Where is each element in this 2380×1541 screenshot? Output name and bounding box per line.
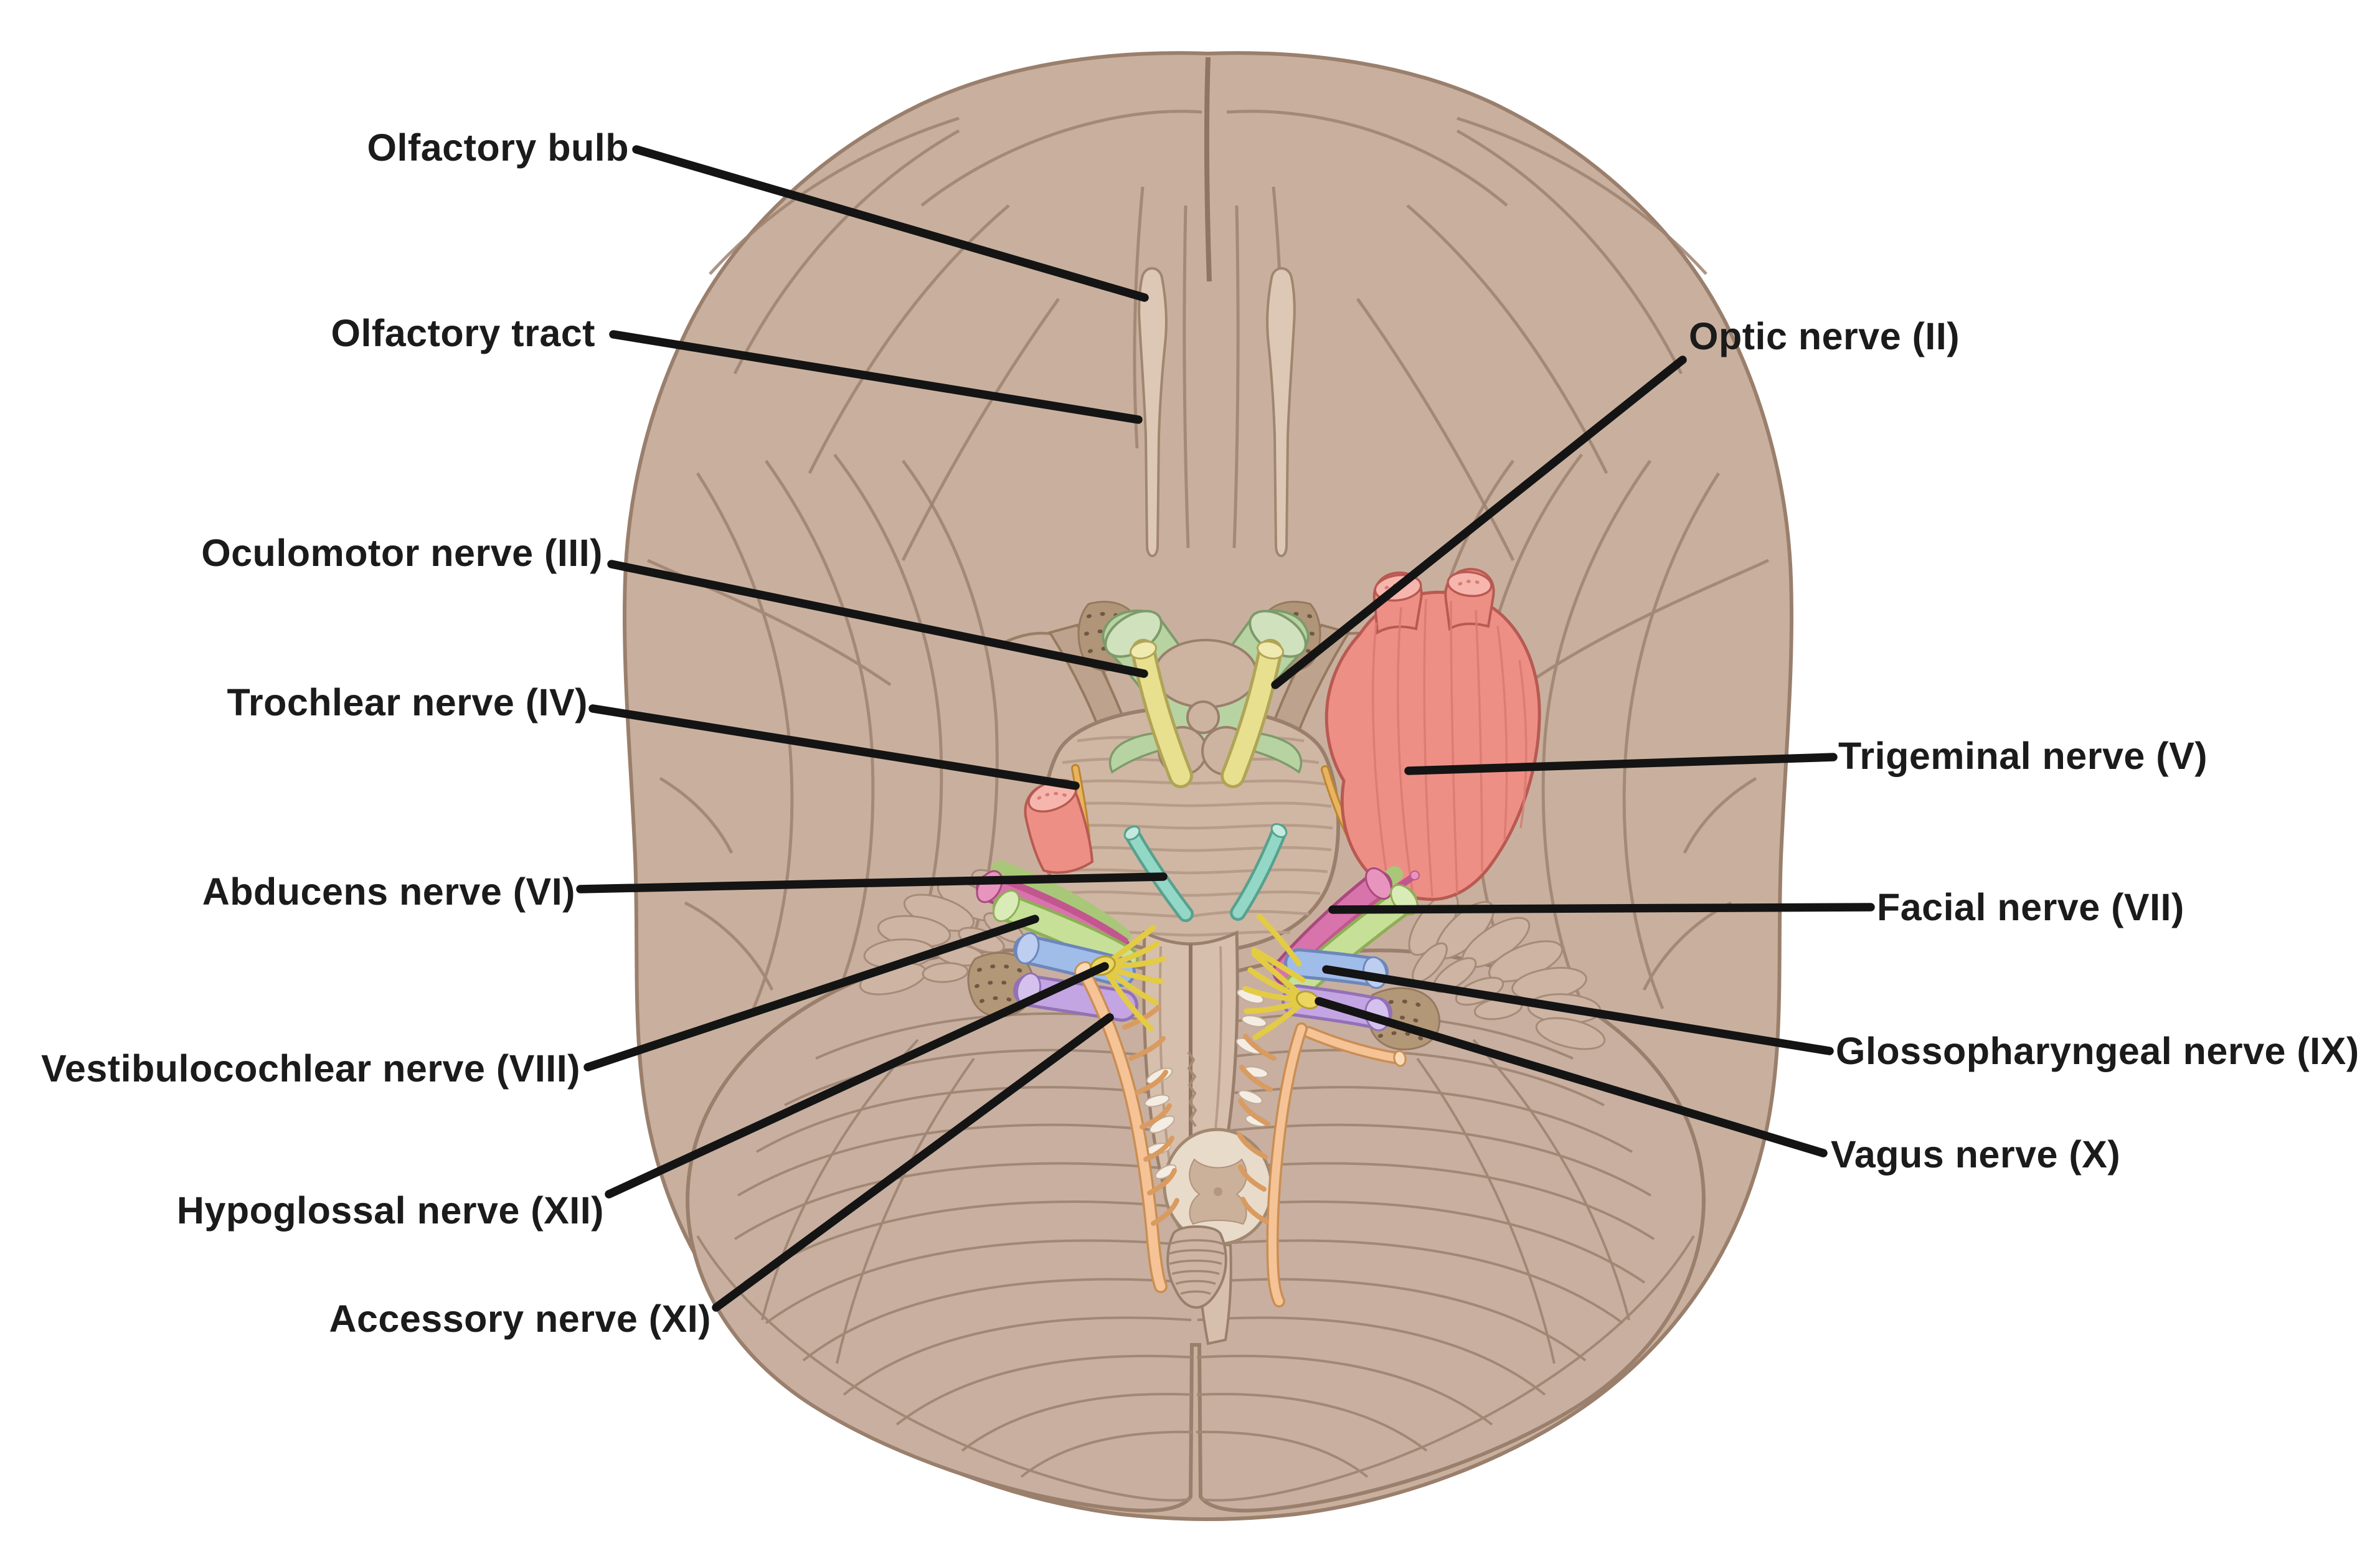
abducens-left-cut-face xyxy=(1123,826,1141,841)
leader-glossopharyngeal xyxy=(1322,965,1834,1055)
olfactory-bulb-tract-right xyxy=(1266,267,1296,557)
leader-accessory xyxy=(712,1013,1114,1312)
olfactory-structures xyxy=(1138,267,1296,557)
oculomotor-right-cut-face xyxy=(1256,640,1285,660)
label-optic-nerve: Optic nerve (II) xyxy=(1689,315,1960,357)
accessory-rootlets-right xyxy=(1237,1034,1277,1224)
cerebellum-folia-left xyxy=(696,1012,1193,1502)
leader-abducens xyxy=(576,872,1168,893)
label-facial-nerve: Facial nerve (VII) xyxy=(1877,886,2184,928)
trigeminal-striations xyxy=(1372,598,1528,897)
accessory-rootlets-left xyxy=(1122,1005,1179,1226)
label-olfactory-bulb: Olfactory bulb xyxy=(367,126,629,169)
infundibulum xyxy=(1186,700,1220,734)
oculomotor-nerves xyxy=(1129,639,1285,788)
tuber-cinereum xyxy=(1153,639,1258,709)
leader-olfactory-bulb xyxy=(632,145,1149,302)
trigeminal-stump-left xyxy=(1024,778,1094,874)
leader-oculomotor xyxy=(607,560,1148,678)
leader-vagus xyxy=(1315,997,1828,1157)
label-accessory-nerve: Accessory nerve (XI) xyxy=(329,1298,711,1340)
label-oculomotor-nerve: Oculomotor nerve (III) xyxy=(201,532,603,574)
cerebellum-folia-right xyxy=(1196,1012,1695,1502)
label-vagus-nerve: Vagus nerve (X) xyxy=(1831,1133,2121,1176)
lower-cranial-nerves xyxy=(976,860,1420,1308)
leader-trigeminal xyxy=(1404,753,1838,775)
longitudinal-fissure xyxy=(1204,57,1212,282)
leader-trochlear xyxy=(588,704,1080,790)
label-hypoglossal-nerve: Hypoglossal nerve (XII) xyxy=(176,1189,604,1232)
trigeminal-nerve-right xyxy=(1325,567,1541,901)
label-vestibulocochlear-nerve: Vestibulocochlear nerve (VIII) xyxy=(41,1047,580,1090)
medulla-fray xyxy=(1187,1051,1197,1128)
leader-olfactory-tract xyxy=(609,330,1143,424)
leader-lines xyxy=(576,145,1875,1312)
olfactory-bulb-tract-left xyxy=(1138,267,1168,557)
leader-hypoglossal xyxy=(605,962,1109,1199)
leader-optic xyxy=(1271,356,1687,689)
label-glossopharyngeal-nerve: Glossopharyngeal nerve (IX) xyxy=(1836,1030,2359,1072)
oculomotor-left-cut-face xyxy=(1129,640,1158,660)
vermis xyxy=(1166,1225,1227,1309)
central-canal xyxy=(1214,1187,1222,1196)
label-trochlear-nerve: Trochlear nerve (IV) xyxy=(227,681,588,723)
medulla xyxy=(1142,930,1273,1345)
abducens-right-cut-face xyxy=(1270,823,1288,838)
label-olfactory-tract: Olfactory tract xyxy=(331,312,595,354)
label-trigeminal-nerve: Trigeminal nerve (V) xyxy=(1838,735,2208,777)
label-abducens-nerve: Abducens nerve (VI) xyxy=(202,870,575,913)
nervus-intermedius-left xyxy=(993,874,1128,945)
leader-facial xyxy=(1328,903,1875,914)
leader-vestibulocochlear xyxy=(583,915,1039,1072)
